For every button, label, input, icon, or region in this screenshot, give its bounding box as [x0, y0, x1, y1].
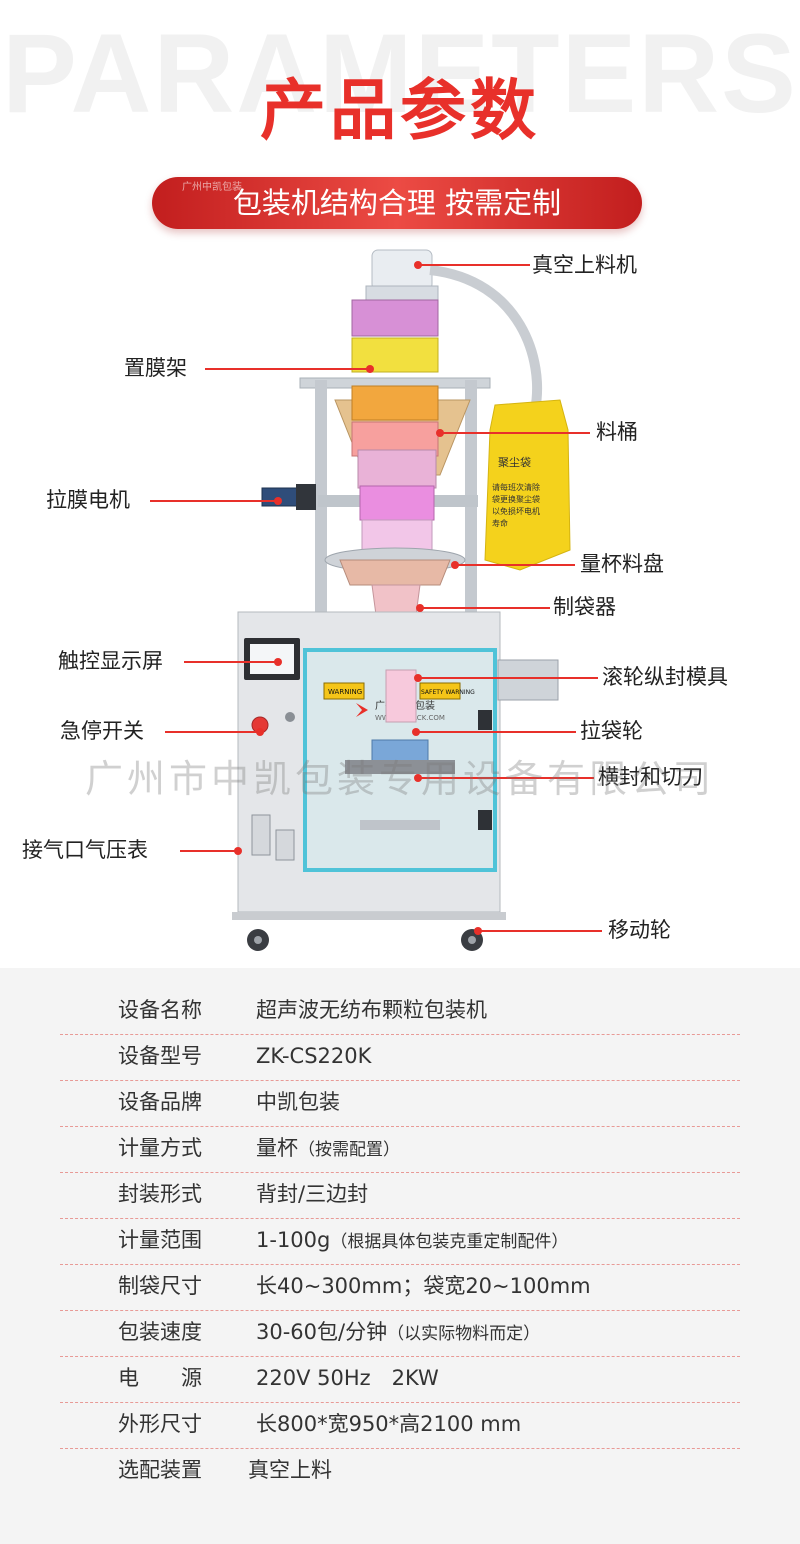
leader-film-pulling-motor	[150, 500, 276, 502]
packaging-machine-illustration: 聚尘袋 请每班次清除 袋更换聚尘袋 以免损坏电机 寿命	[232, 249, 571, 951]
leader-vacuum-loader	[418, 264, 530, 266]
banner-text: 包装机结构合理 按需定制	[232, 186, 562, 220]
spec-value: 长40~300mm；袋宽20~100mm	[256, 1274, 591, 1298]
spec-key: 包装速度	[118, 1320, 202, 1344]
spec-key: 电 源	[118, 1366, 202, 1390]
dot-caster-wheel	[474, 927, 482, 935]
spec-note: （以实际物料而定）	[387, 1324, 541, 1344]
leader-cross-sealer	[418, 777, 594, 779]
page-title: 产品参数	[260, 72, 540, 149]
leader-film-holder	[205, 368, 367, 370]
spec-key: 制袋尺寸	[118, 1274, 202, 1298]
spec-note: （按需配置）	[298, 1140, 400, 1160]
spec-value: 背封/三边封	[256, 1182, 369, 1206]
spec-row: 外形尺寸 长800*宽950*高2100 mm	[60, 1402, 740, 1449]
dot-touch-screen	[274, 658, 282, 666]
spec-value: 中凯包装	[256, 1090, 340, 1114]
spec-row: 设备品牌 中凯包装	[60, 1080, 740, 1127]
spec-row: 计量方式 量杯（按需配置）	[60, 1126, 740, 1173]
label-cup-tray: 量杯料盘	[580, 552, 664, 576]
spec-row: 选配装置 真空上料	[60, 1448, 740, 1494]
spec-key: 计量方式	[118, 1136, 202, 1160]
machine-diagram: 聚尘袋 请每班次清除 袋更换聚尘袋 以免损坏电机 寿命	[0, 240, 800, 960]
parameters-watermark: PARAMETERS	[2, 11, 798, 136]
spec-note: （根据具体包装克重定制配件）	[330, 1232, 569, 1252]
leader-pull-wheel	[416, 731, 576, 733]
label-film-pulling-motor: 拉膜电机	[46, 488, 130, 512]
specs-table: 设备名称 超声波无纺布颗粒包装机 设备型号 ZK-CS220K 设备品牌 中凯包…	[0, 968, 800, 1544]
banner-small-logo: 广州中凯包装	[182, 182, 242, 193]
spec-row: 包装速度 30-60包/分钟（以实际物料而定）	[60, 1310, 740, 1357]
dot-cup-tray	[451, 561, 459, 569]
spec-row: 制袋尺寸 长40~300mm；袋宽20~100mm	[60, 1264, 740, 1311]
spec-row: 电 源 220V 50Hz 2KW	[60, 1356, 740, 1403]
spec-key: 设备型号	[118, 1044, 202, 1068]
leader-hopper	[440, 432, 590, 434]
warning-label-2: SAFETY WARNING	[421, 689, 475, 696]
spec-value: 真空上料	[248, 1458, 332, 1482]
label-bag-former: 制袋器	[553, 595, 616, 619]
svg-text:请每班次清除: 请每班次清除	[492, 482, 540, 492]
dot-air-inlet-gauge	[234, 847, 242, 855]
dot-hopper	[436, 429, 444, 437]
label-vacuum-loader: 真空上料机	[532, 253, 637, 277]
dot-vacuum-loader	[414, 261, 422, 269]
spec-key: 设备名称	[118, 998, 202, 1022]
spec-row: 封装形式 背封/三边封	[60, 1172, 740, 1219]
dot-film-holder	[366, 365, 374, 373]
spec-key: 设备品牌	[118, 1090, 202, 1114]
label-film-holder: 置膜架	[124, 356, 187, 380]
dot-cross-sealer	[414, 774, 422, 782]
spec-row: 计量范围 1-100g（根据具体包装克重定制配件）	[60, 1218, 740, 1265]
dot-emergency-stop	[256, 728, 264, 736]
subtitle-banner: 广州中凯包装 包装机结构合理 按需定制	[152, 177, 642, 229]
dot-pull-wheel	[412, 728, 420, 736]
spec-key: 选配装置	[118, 1458, 202, 1482]
dot-bag-former	[416, 604, 424, 612]
dot-film-pulling-motor	[274, 497, 282, 505]
spec-row: 设备型号 ZK-CS220K	[60, 1034, 740, 1081]
spec-value: 220V 50Hz 2KW	[256, 1366, 439, 1390]
warning-label-1: WARNING	[328, 688, 362, 696]
spec-key: 外形尺寸	[118, 1412, 202, 1436]
svg-text:以免损坏电机: 以免损坏电机	[492, 506, 540, 516]
company-watermark: 广州市中凯包装专用设备有限公司	[84, 757, 715, 801]
label-emergency-stop: 急停开关	[60, 719, 144, 743]
leader-caster-wheel	[478, 930, 602, 932]
label-hopper: 料桶	[596, 420, 638, 444]
leader-cup-tray	[455, 564, 575, 566]
spec-value: 1-100g（根据具体包装克重定制配件）	[256, 1228, 569, 1252]
spec-value: ZK-CS220K	[256, 1044, 372, 1068]
label-air-inlet-gauge: 接气口气压表	[22, 838, 148, 862]
spec-value: 超声波无纺布颗粒包装机	[256, 998, 487, 1022]
label-roller-sealer: 滚轮纵封模具	[602, 665, 728, 689]
spec-value: 量杯（按需配置）	[256, 1136, 400, 1160]
leader-bag-former	[420, 607, 550, 609]
dust-bag-label: 聚尘袋	[498, 455, 531, 469]
svg-text:寿命: 寿命	[492, 518, 508, 528]
leader-emergency-stop	[165, 731, 257, 733]
leader-touch-screen	[184, 661, 276, 663]
label-pull-wheel: 拉袋轮	[580, 719, 643, 743]
dot-roller-sealer	[414, 674, 422, 682]
spec-row: 设备名称 超声波无纺布颗粒包装机	[60, 988, 740, 1035]
label-touch-screen: 触控显示屏	[58, 649, 163, 673]
spec-key: 封装形式	[118, 1182, 202, 1206]
leader-air-inlet-gauge	[180, 850, 236, 852]
spec-value: 长800*宽950*高2100 mm	[256, 1412, 522, 1436]
spec-value: 30-60包/分钟（以实际物料而定）	[256, 1320, 541, 1344]
svg-text:袋更换聚尘袋: 袋更换聚尘袋	[492, 494, 540, 504]
label-caster-wheel: 移动轮	[608, 918, 671, 942]
spec-key: 计量范围	[118, 1228, 202, 1252]
label-cross-sealer: 横封和切刀	[598, 765, 703, 789]
leader-roller-sealer	[418, 677, 598, 679]
